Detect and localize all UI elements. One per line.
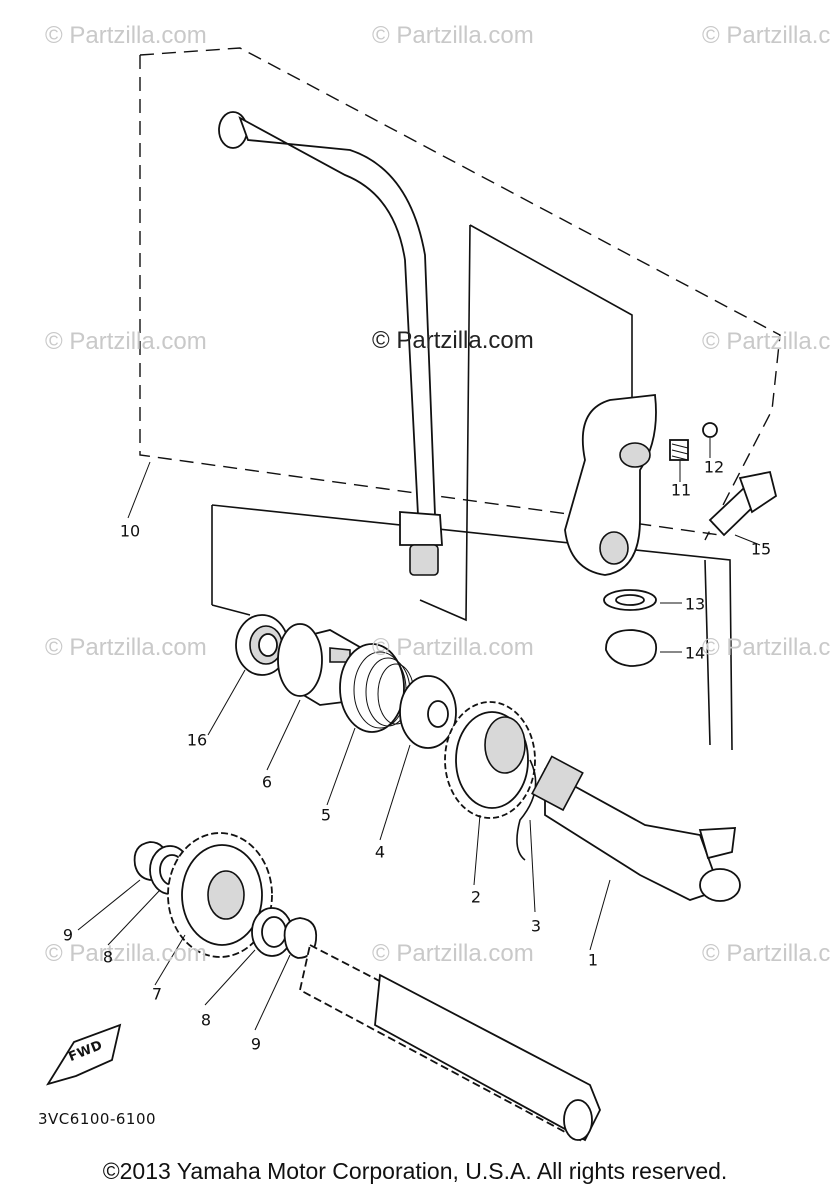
bearing-16 xyxy=(235,614,289,676)
callout-9-lower: 9 xyxy=(250,1034,262,1054)
circlip-9-lower xyxy=(283,917,318,959)
kick-axle-1 xyxy=(531,755,741,902)
callout-13: 13 xyxy=(684,594,706,614)
callout-10: 10 xyxy=(119,521,141,541)
watermark-mid-left: © Partzilla.com xyxy=(45,328,207,355)
washer-8-lower xyxy=(251,907,293,957)
idle-gear-7 xyxy=(167,832,273,958)
transmission-shaft xyxy=(298,943,601,1142)
group-box-crank xyxy=(419,224,711,746)
callout-6: 6 xyxy=(261,772,273,792)
watermark-center: © Partzilla.com xyxy=(372,327,534,354)
watermark-lower-right: © Partzilla.com xyxy=(702,634,830,661)
watermark-top-center: © Partzilla.com xyxy=(372,22,534,49)
watermark-top-left: © Partzilla.com xyxy=(45,22,207,49)
callout-16: 16 xyxy=(186,730,208,750)
diagram-code: 3VC6100-6100 xyxy=(38,1110,157,1128)
callout-8-lower: 8 xyxy=(200,1010,212,1030)
copyright-notice: ©2013 Yamaha Motor Corporation, U.S.A. A… xyxy=(102,1158,728,1184)
watermark-bottom-right: © Partzilla.com xyxy=(702,940,830,967)
leader-lines xyxy=(77,438,761,1031)
callout-8-upper: 8 xyxy=(102,947,114,967)
watermark-lower-center: © Partzilla.com xyxy=(372,634,534,661)
callout-7: 7 xyxy=(151,984,163,1004)
watermark-top-right: © Partzilla.com xyxy=(702,22,830,49)
kick-gear-2 xyxy=(444,701,536,819)
callout-15: 15 xyxy=(750,539,772,559)
washer-4 xyxy=(399,675,457,749)
circlip-14 xyxy=(605,629,657,667)
callout-14: 14 xyxy=(684,643,706,663)
callout-3: 3 xyxy=(530,916,542,936)
kick-crank-boss xyxy=(564,394,657,576)
callout-12: 12 xyxy=(703,457,725,477)
bolt-15 xyxy=(708,470,778,537)
assembly-boundary-10 xyxy=(139,47,781,541)
callout-5: 5 xyxy=(320,805,332,825)
fwd-arrow xyxy=(46,1023,122,1086)
ball-12 xyxy=(702,422,718,438)
spring-11 xyxy=(669,439,689,461)
watermark-mid-right: © Partzilla.com xyxy=(702,328,830,355)
callout-1: 1 xyxy=(587,950,599,970)
watermark-bottom-left: © Partzilla.com xyxy=(45,940,207,967)
group-box-shaft xyxy=(211,504,733,751)
callout-9-upper: 9 xyxy=(62,925,74,945)
clip-3 xyxy=(516,759,537,861)
watermark-bottom-center: © Partzilla.com xyxy=(372,940,534,967)
watermark-lower-left: © Partzilla.com xyxy=(45,634,207,661)
kick-lever xyxy=(218,111,443,576)
callout-11: 11 xyxy=(670,480,692,500)
callout-4: 4 xyxy=(374,842,386,862)
callout-2: 2 xyxy=(470,887,482,907)
